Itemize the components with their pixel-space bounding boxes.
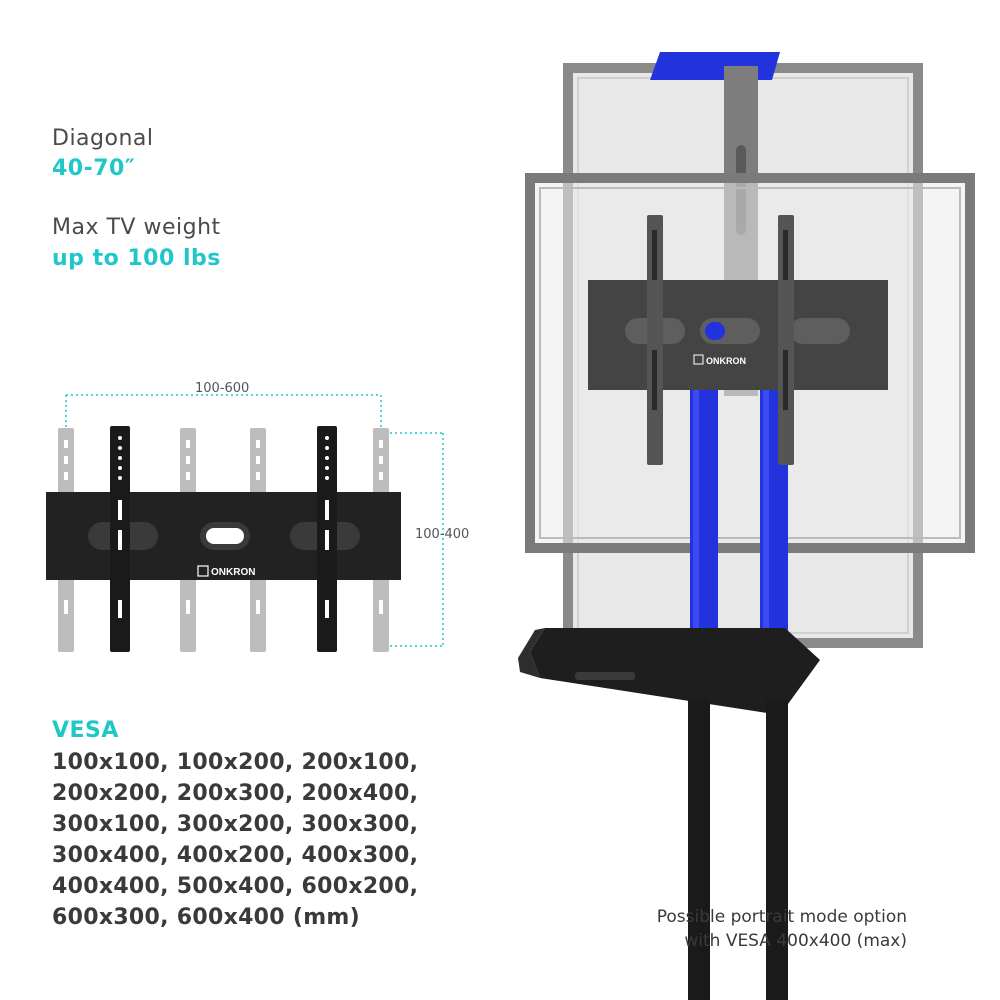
height-range-label: 100-400	[415, 527, 470, 542]
vesa-line: 300x400, 400x200, 400x300,	[52, 843, 419, 868]
stand-brand: ONKRON	[706, 356, 746, 366]
vesa-list: 100x100, 100x200, 200x100, 200x200, 200x…	[52, 747, 418, 933]
vesa-line: 300x100, 300x200, 300x300,	[52, 812, 419, 837]
lower-pole-left	[688, 700, 710, 1000]
portrait-caption: Possible portrait mode option with VESA …	[547, 905, 907, 953]
media-shelf	[530, 628, 820, 715]
lower-pole-right	[766, 700, 788, 1000]
vesa-line: 600x300, 600x400 (mm)	[52, 905, 361, 930]
camera-shelf	[650, 52, 780, 80]
vesa-line: 100x100, 100x200, 200x100,	[52, 750, 419, 775]
width-range-label: 100-600	[195, 381, 250, 396]
vesa-heading: VESA	[52, 718, 119, 743]
stand-onkron-logo-icon	[693, 354, 704, 365]
onkron-logo-icon	[197, 565, 209, 577]
caption-line-1: Possible portrait mode option	[656, 907, 907, 927]
vesa-line: 200x200, 200x300, 200x400,	[52, 781, 419, 806]
caption-line-2: with VESA 400x400 (max)	[684, 931, 907, 951]
max-weight-label: Max TV weight	[52, 215, 221, 240]
vesa-line: 400x400, 500x400, 600x200,	[52, 874, 419, 899]
diagonal-label: Diagonal	[52, 126, 154, 151]
max-weight-value: up to 100 lbs	[52, 246, 221, 271]
diagram-brand: ONKRON	[211, 567, 255, 578]
diagonal-value: 40-70″	[52, 156, 136, 181]
